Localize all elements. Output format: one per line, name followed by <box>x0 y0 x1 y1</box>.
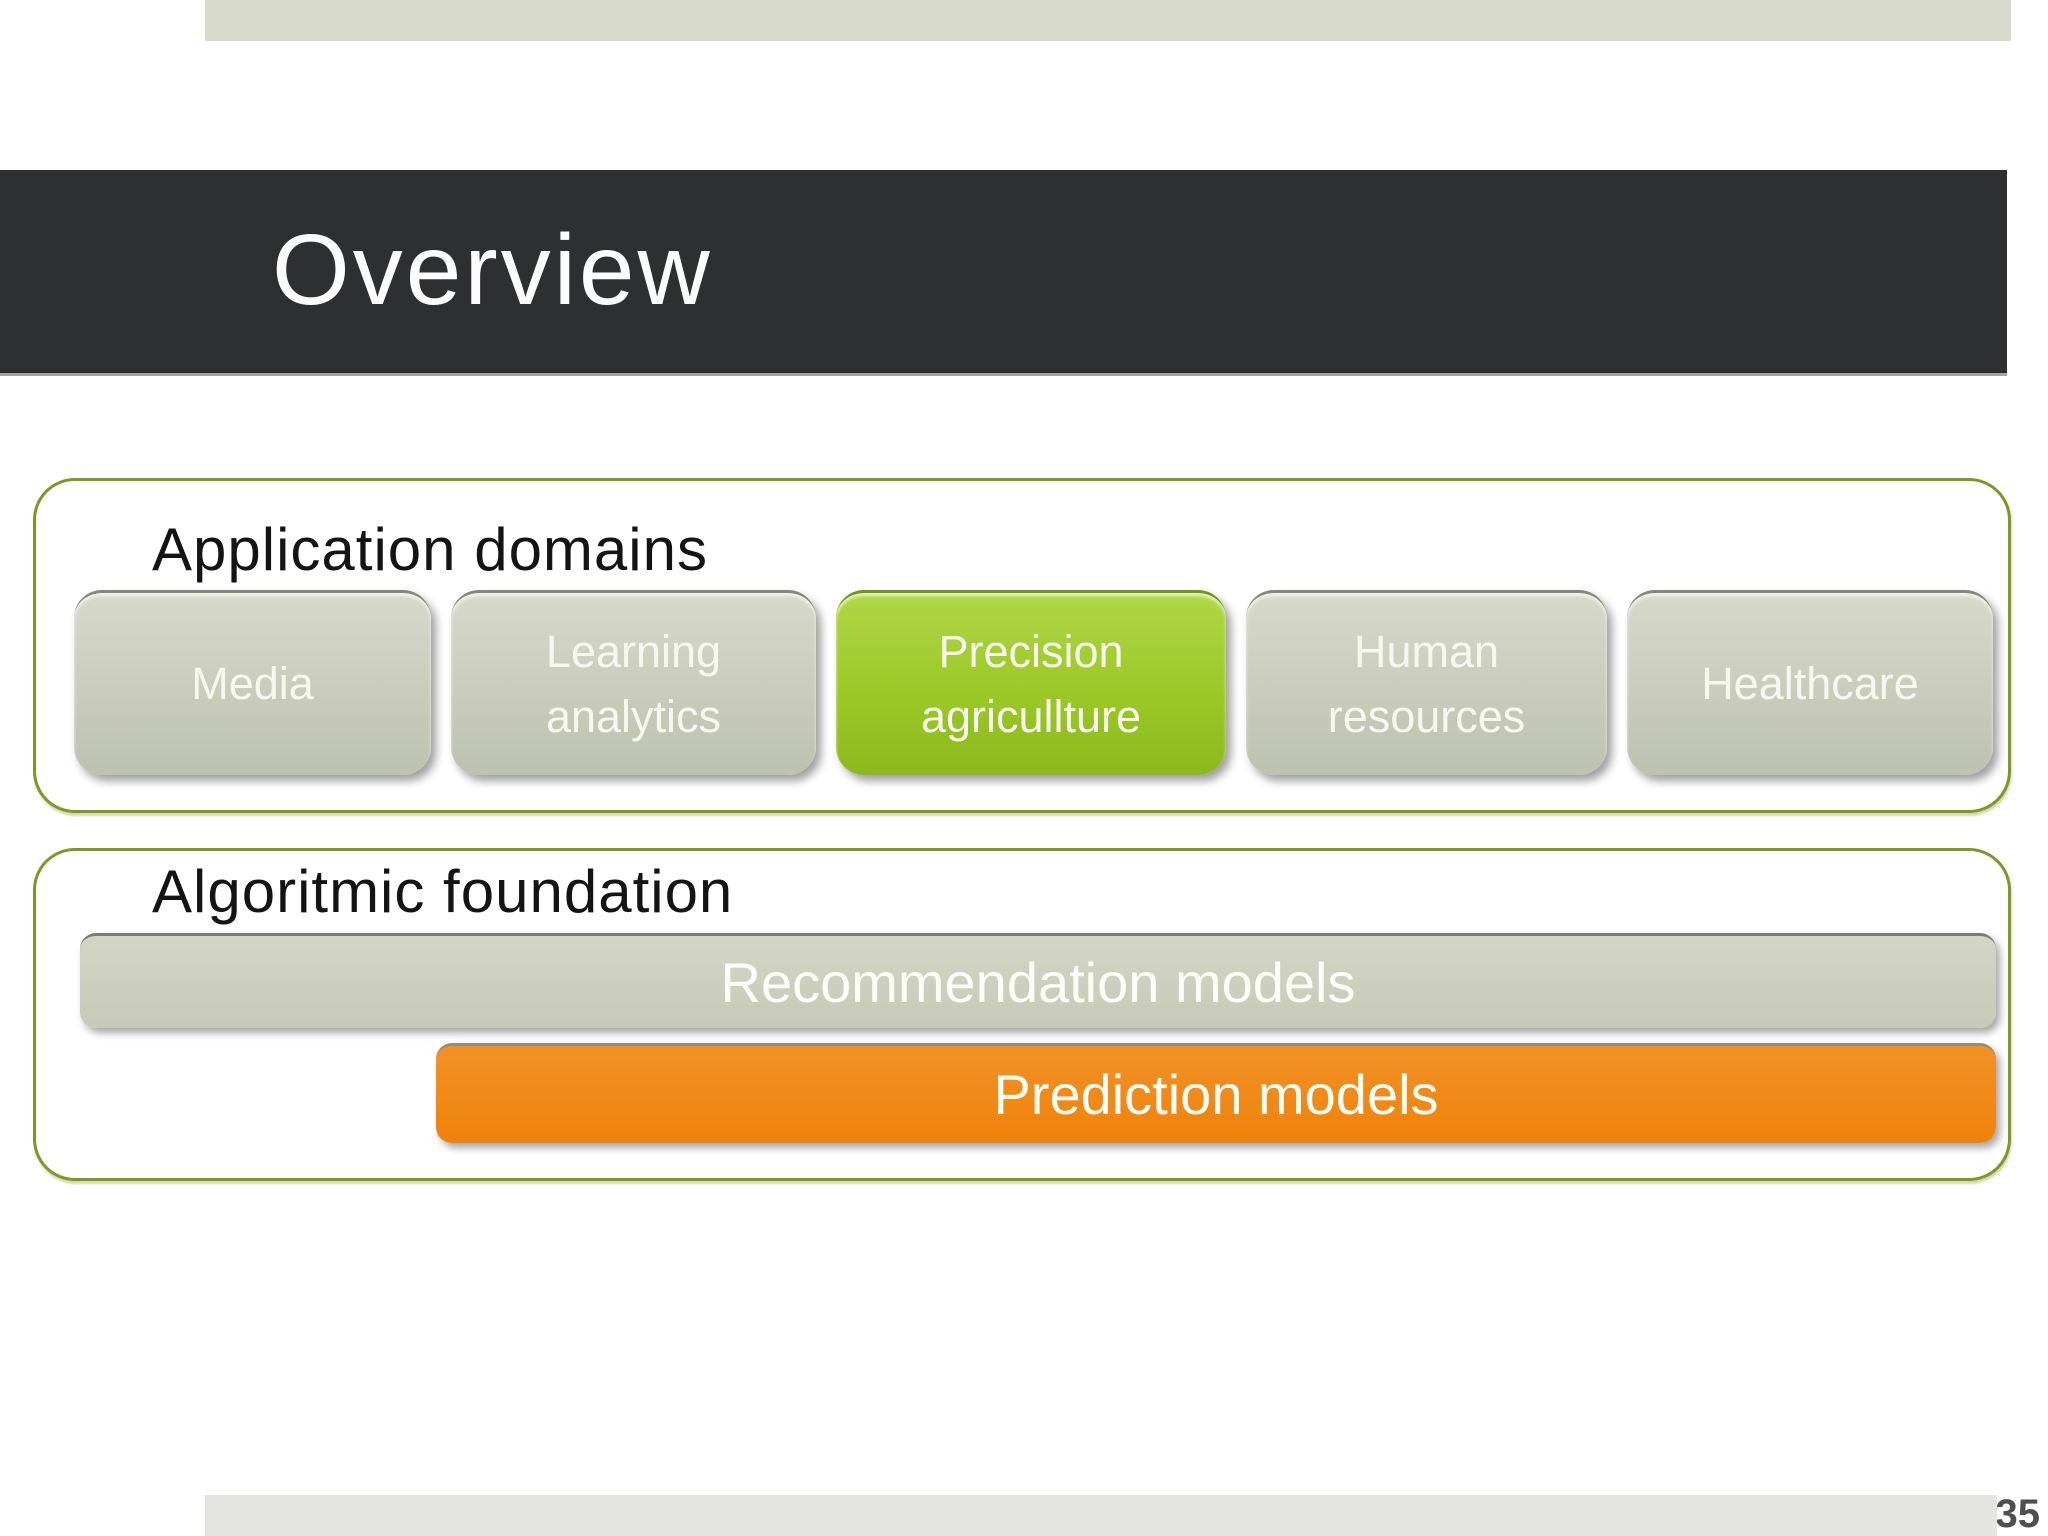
prediction-models-bar: Prediction models <box>436 1043 1996 1143</box>
domain-button-healthcare: Healthcare <box>1627 590 1993 775</box>
domain-button-precision-agriculture: Precision agricullture <box>836 590 1226 775</box>
slide-title: Overview <box>272 214 713 326</box>
application-domains-group: Application domains Media Learning analy… <box>33 478 2011 813</box>
domain-button-human-resources: Human resources <box>1246 590 1607 775</box>
domain-button-media: Media <box>74 590 431 775</box>
algorithmic-foundation-group: Algoritmic foundation Recommendation mod… <box>33 848 2011 1181</box>
domain-button-learning-analytics: Learning analytics <box>451 590 816 775</box>
page-number: 35 <box>1995 1492 2041 1536</box>
top-accent-strip <box>205 0 2011 41</box>
recommendation-models-bar: Recommendation models <box>80 933 1996 1028</box>
application-domains-label: Application domains <box>152 516 708 583</box>
slide-title-bar: Overview <box>0 170 2007 376</box>
bottom-accent-strip <box>205 1495 1997 1536</box>
algorithmic-foundation-label: Algoritmic foundation <box>152 858 734 925</box>
domain-button-row: Media Learning analytics Precision agric… <box>74 590 1993 775</box>
